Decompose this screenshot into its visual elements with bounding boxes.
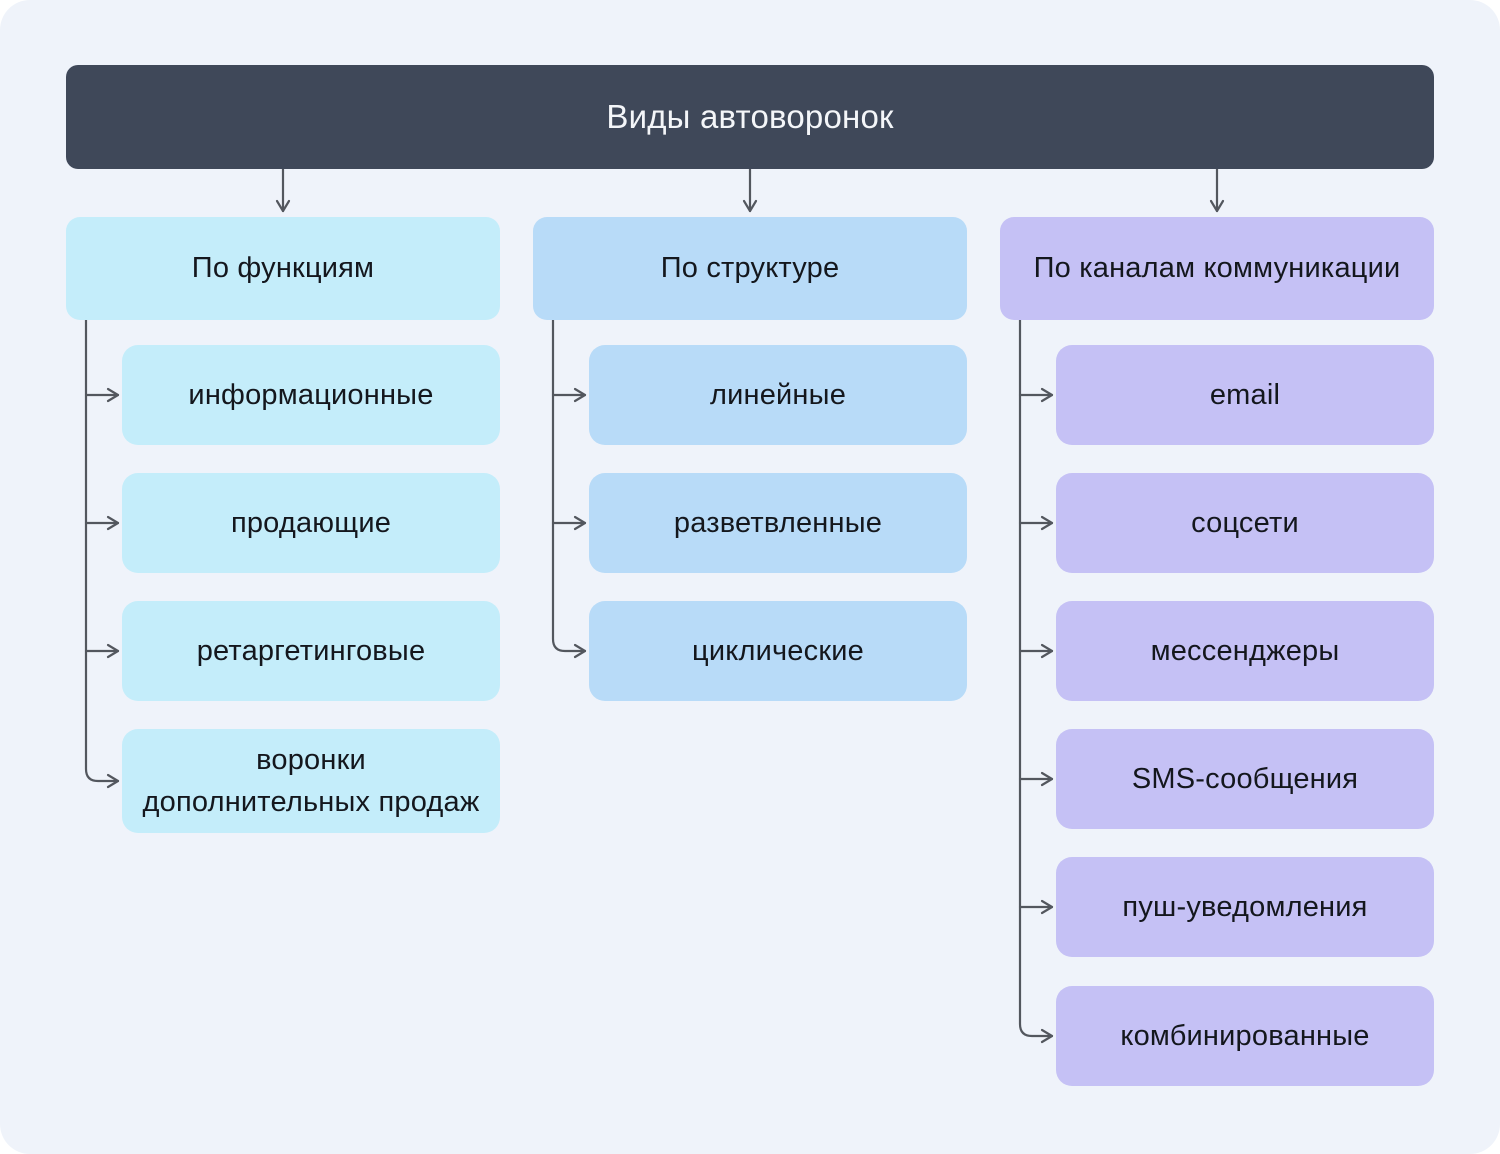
leaf-node: SMS-сообщения <box>1056 729 1434 829</box>
leaf-node-label: комбинированные <box>1120 1019 1370 1052</box>
leaf-node: ретаргетинговые <box>122 601 500 701</box>
leaf-node-label: мессенджеры <box>1150 634 1340 667</box>
leaf-node: разветвленные <box>589 473 967 573</box>
leaf-node: воронки дополнительных продаж <box>122 729 500 833</box>
leaf-node-label: воронки дополнительных продаж <box>142 743 480 818</box>
column-node-label: По функциям <box>191 252 375 285</box>
leaf-node-label: продающие <box>230 506 392 539</box>
leaf-node: информационные <box>122 345 500 445</box>
leaf-node: комбинированные <box>1056 986 1434 1086</box>
leaf-node-label: соцсети <box>1191 506 1299 539</box>
leaf-node: email <box>1056 345 1434 445</box>
leaf-node: циклические <box>589 601 967 701</box>
leaf-node-label: SMS-сообщения <box>1131 762 1359 795</box>
leaf-node: линейные <box>589 345 967 445</box>
leaf-node: пуш-уведомления <box>1056 857 1434 957</box>
column-node-label: По каналам коммуникации <box>1033 252 1401 285</box>
leaf-node-label: разветвленные <box>673 506 883 539</box>
column-node-channels: По каналам коммуникации <box>1000 217 1434 320</box>
column-node-structure: По структуре <box>533 217 967 320</box>
leaf-node: мессенджеры <box>1056 601 1434 701</box>
leaf-node-label: email <box>1209 378 1281 411</box>
root-node-label: Виды автоворонок <box>606 98 894 136</box>
root-node: Виды автоворонок <box>66 65 1434 169</box>
branch-connector <box>551 318 587 659</box>
branch-connector <box>84 318 120 789</box>
column-node-label: По структуре <box>660 252 840 285</box>
leaf-node-label: информационные <box>188 378 434 411</box>
leaf-node: соцсети <box>1056 473 1434 573</box>
leaf-node-label: линейные <box>709 378 847 411</box>
leaf-node: продающие <box>122 473 500 573</box>
branch-connector <box>1018 318 1054 1044</box>
leaf-node-label: пуш-уведомления <box>1122 890 1368 923</box>
leaf-node-label: ретаргетинговые <box>196 634 426 667</box>
column-node-functions: По функциям <box>66 217 500 320</box>
leaf-node-label: циклические <box>692 634 864 667</box>
